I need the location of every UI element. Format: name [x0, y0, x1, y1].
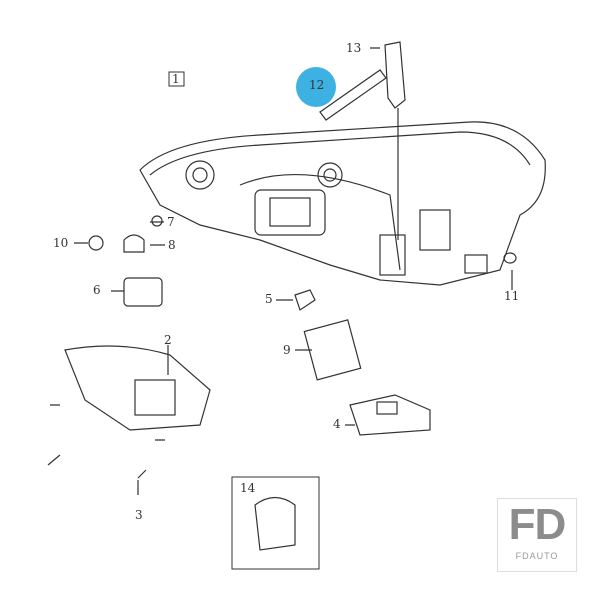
logo-name: FDAUTO: [515, 551, 559, 561]
callout-4: 4: [333, 417, 341, 431]
callout-12: 12: [309, 78, 325, 92]
callout-2: 2: [164, 333, 172, 347]
callout-7: 7: [167, 215, 175, 229]
callout-11: 11: [504, 289, 520, 303]
callout-8: 8: [168, 238, 176, 252]
highlight-marker: [296, 67, 336, 107]
callout-13: 13: [346, 41, 362, 55]
callout-3: 3: [135, 508, 143, 522]
callout-1: 1: [172, 72, 180, 86]
logo-mark: FD: [508, 500, 567, 549]
callout-6: 6: [93, 283, 101, 297]
callout-5: 5: [265, 292, 273, 306]
callout-10: 10: [53, 236, 69, 250]
headlamp-housing: [139, 121, 546, 286]
callout-9: 9: [283, 343, 291, 357]
fdauto-logo: FD FDAUTO: [497, 498, 577, 572]
callout-14: 14: [240, 481, 256, 495]
